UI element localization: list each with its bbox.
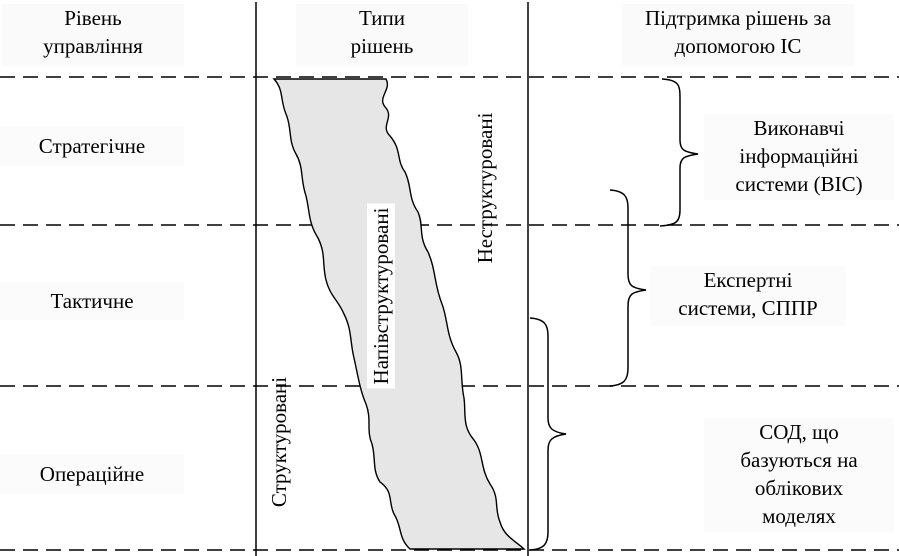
system-tps: СОД, що базуються на облікових моделях [704, 418, 894, 532]
level-tactical: Тактичне [0, 282, 184, 320]
label-unstructured: Неструктуровані [473, 113, 497, 264]
level-tactical-text: Тактичне [50, 289, 134, 313]
label-unstructured-text: Неструктуровані [473, 112, 497, 264]
brace-tps [529, 317, 567, 551]
header-level: Рівень управління [2, 4, 184, 66]
system-eis: Виконавчі інформаційні системи (ВІС) [704, 114, 894, 200]
header-support: Підтримка рішень за допомогою ІС [622, 4, 854, 66]
level-strategic: Стратегічне [0, 126, 184, 166]
system-eis-text: Виконавчі інформаційні системи (ВІС) [735, 116, 863, 196]
header-support-text: Підтримка рішень за допомогою ІС [644, 6, 832, 58]
system-tps-text: СОД, що базуються на облікових моделях [740, 420, 858, 528]
header-types-text: Типи рішень [350, 6, 414, 58]
brace-eis [659, 78, 699, 227]
level-operational: Операційне [0, 454, 184, 494]
label-structured-text: Структуровані [267, 376, 291, 508]
brace-expert [609, 189, 647, 387]
label-structured: Структуровані [267, 377, 291, 507]
system-expert-text: Експертні системи, СППР [678, 268, 818, 320]
header-level-text: Рівень управління [43, 6, 143, 58]
semistructured-band [272, 78, 526, 550]
label-semistructured-text: Напівструктуровані [369, 207, 393, 385]
system-expert: Експертні системи, СППР [650, 266, 846, 326]
header-types: Типи рішень [296, 4, 468, 66]
label-semistructured: Напівструктуровані [367, 203, 395, 389]
level-strategic-text: Стратегічне [38, 134, 146, 158]
level-operational-text: Операційне [39, 462, 145, 486]
